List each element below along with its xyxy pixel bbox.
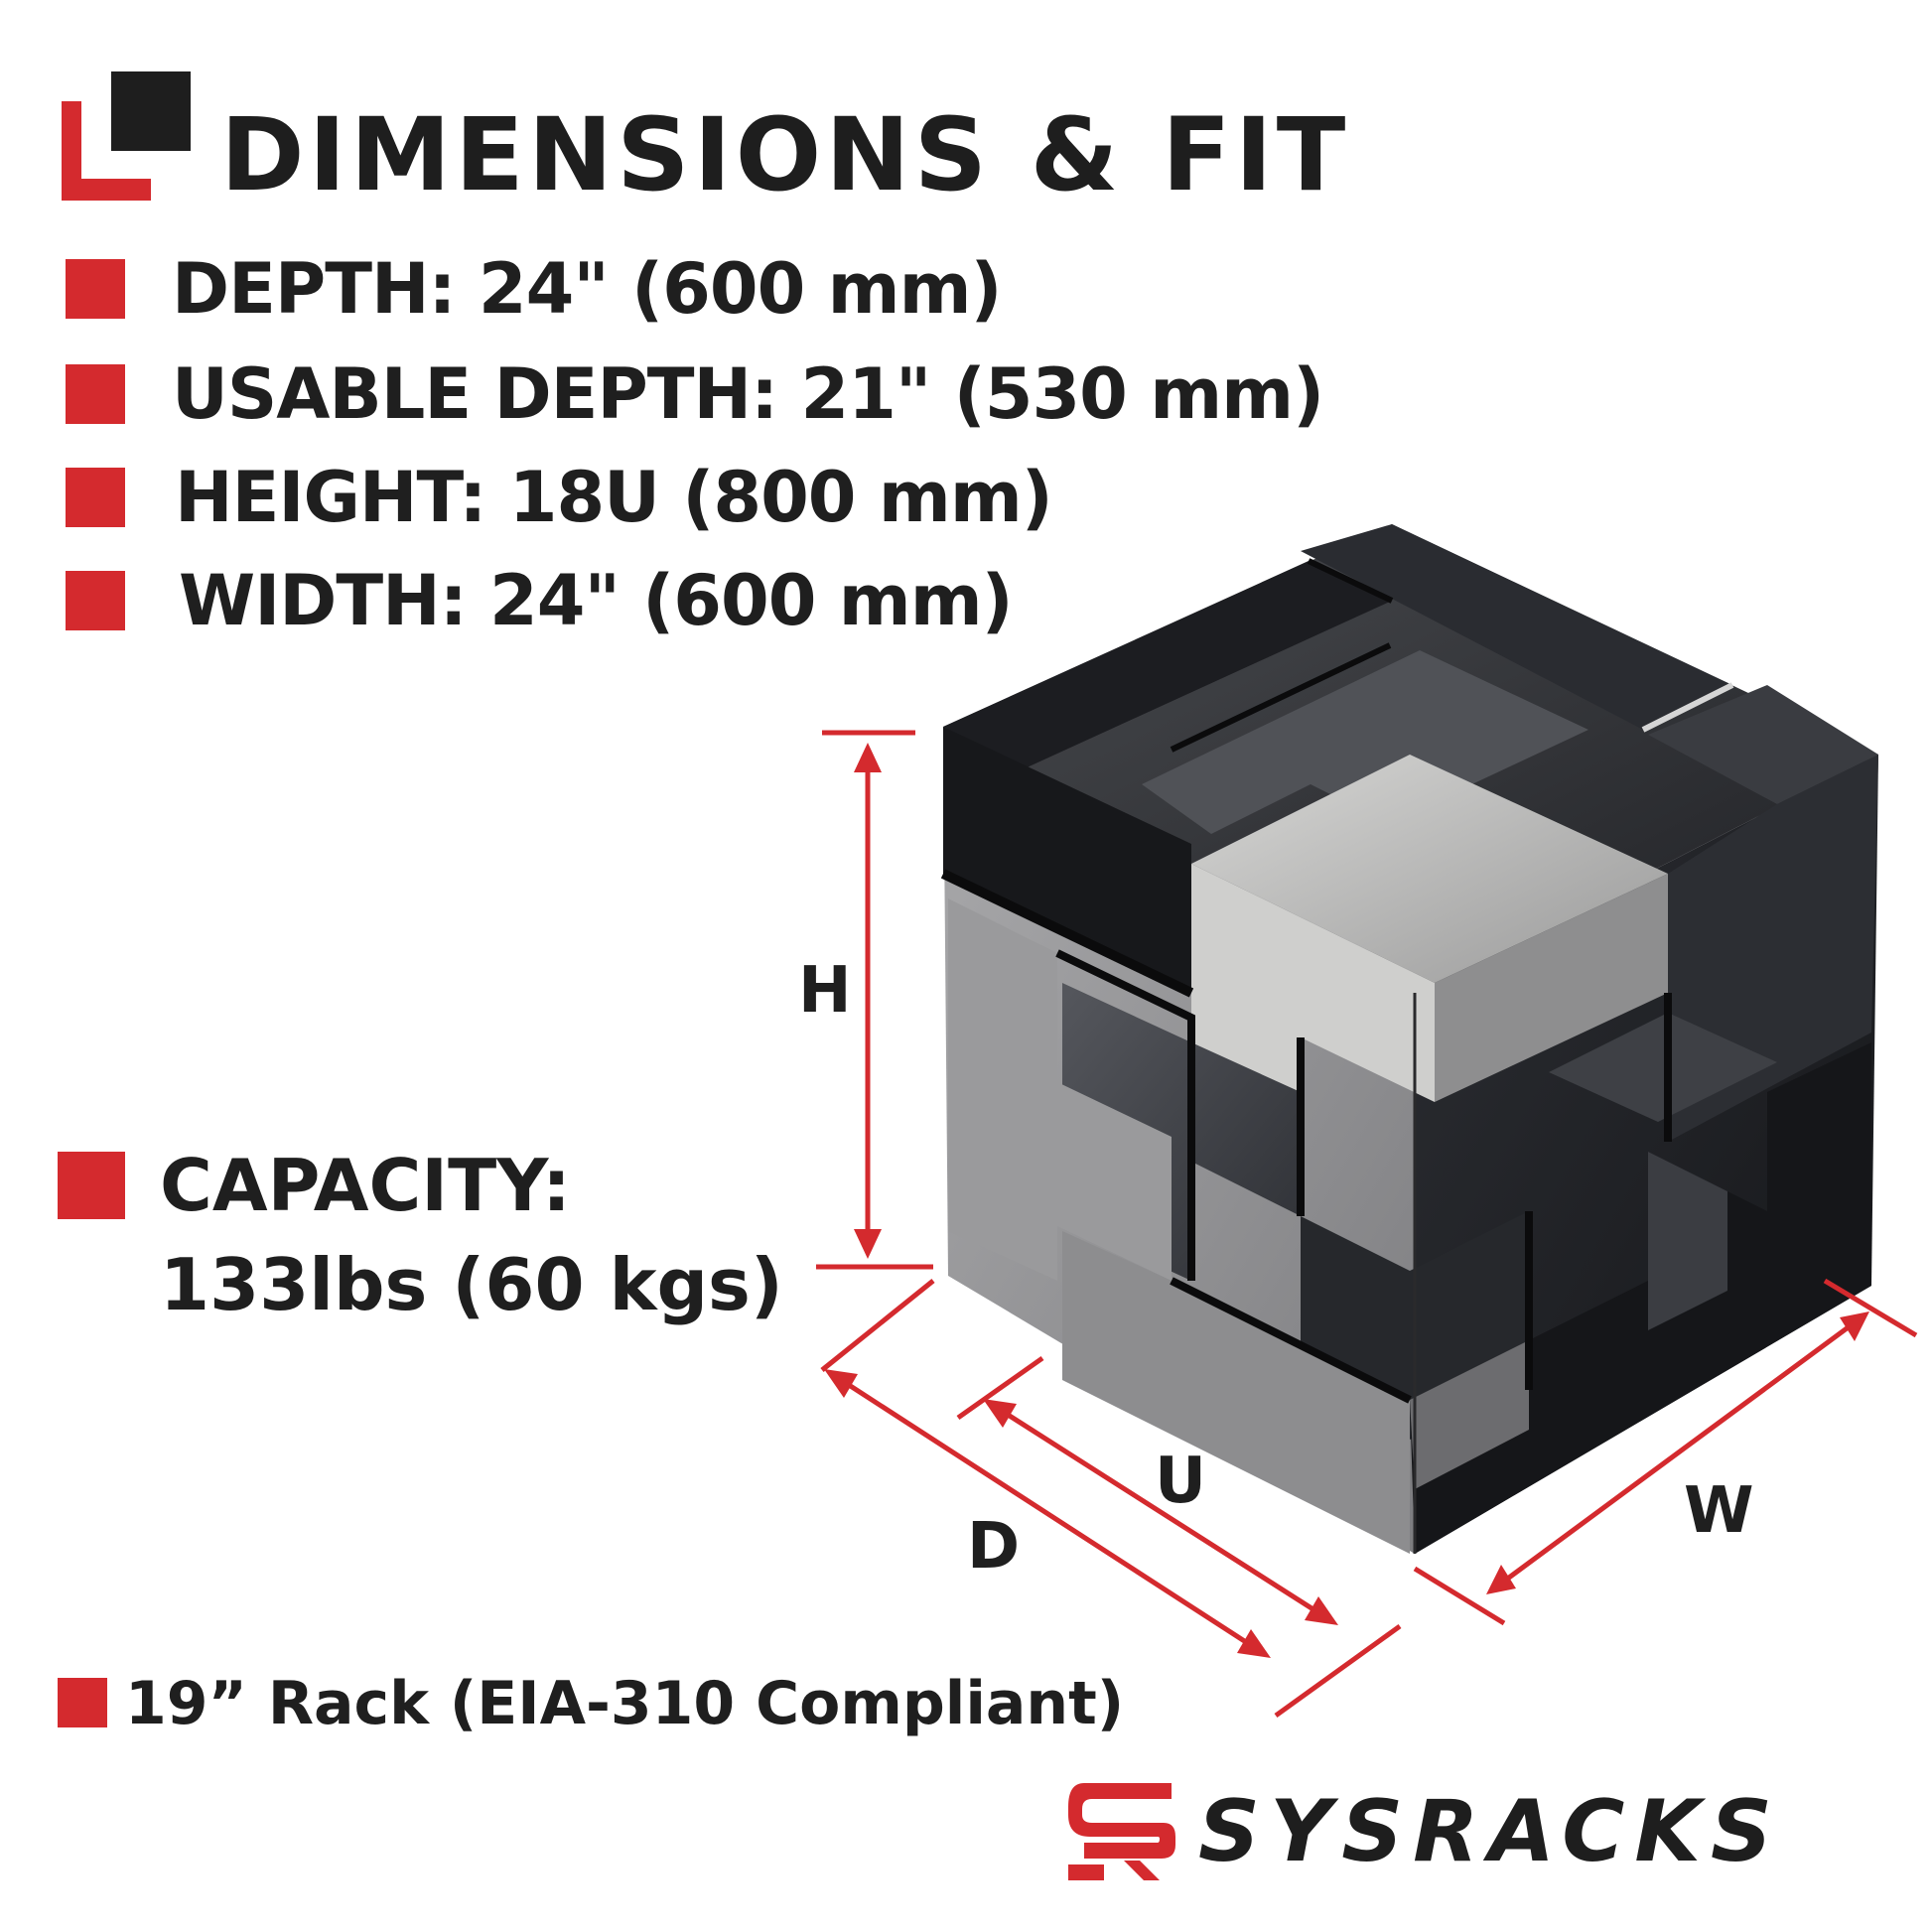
dimension-label-depth: D <box>967 1510 1021 1584</box>
bullet-square-icon <box>66 364 125 424</box>
dimension-label-height: H <box>798 954 852 1028</box>
capacity-block: CAPACITY: 133lbs (60 kgs) <box>58 1144 783 1348</box>
dimension-lines <box>816 730 1918 1719</box>
spec-height: HEIGHT: 18U (800 mm) <box>66 453 1307 532</box>
brand-wordmark: SYSRACKS <box>1198 1782 1782 1881</box>
spec-text: DEPTH: 24" (600 mm) <box>172 248 1003 330</box>
corner-bracket-icon <box>62 71 191 201</box>
brand-logo: SYSRACKS <box>1064 1775 1868 1884</box>
bullet-square-icon <box>58 1152 125 1219</box>
bullet-square-icon <box>66 259 125 319</box>
dimension-label-usable: U <box>1155 1445 1206 1518</box>
bullet-square-icon <box>58 1678 107 1727</box>
spec-depth: DEPTH: 24" (600 mm) <box>66 244 1307 324</box>
rack-note-text: 19” Rack (EIA-310 Compliant) <box>125 1669 1125 1738</box>
page-title: DIMENSIONS & FIT <box>220 96 1350 214</box>
cube-body <box>940 524 1878 1554</box>
bullet-square-icon <box>66 468 125 527</box>
spec-text: WIDTH: 24" (600 mm) <box>179 560 1014 641</box>
bullet-square-icon <box>66 571 125 630</box>
spec-usable-depth: USABLE DEPTH: 21" (530 mm) <box>66 349 1324 429</box>
spec-text: HEIGHT: 18U (800 mm) <box>175 457 1053 538</box>
rack-note: 19” Rack (EIA-310 Compliant) <box>58 1670 1150 1739</box>
header: DIMENSIONS & FIT <box>62 62 1451 207</box>
spec-width: WIDTH: 24" (600 mm) <box>66 556 1307 635</box>
dimension-label-width: W <box>1684 1474 1754 1548</box>
sysracks-logo-icon <box>1068 1783 1175 1880</box>
spec-text: USABLE DEPTH: 21" (530 mm) <box>172 353 1324 435</box>
capacity-value: 133lbs (60 kgs) <box>160 1243 783 1326</box>
capacity-label: CAPACITY: <box>160 1144 571 1227</box>
